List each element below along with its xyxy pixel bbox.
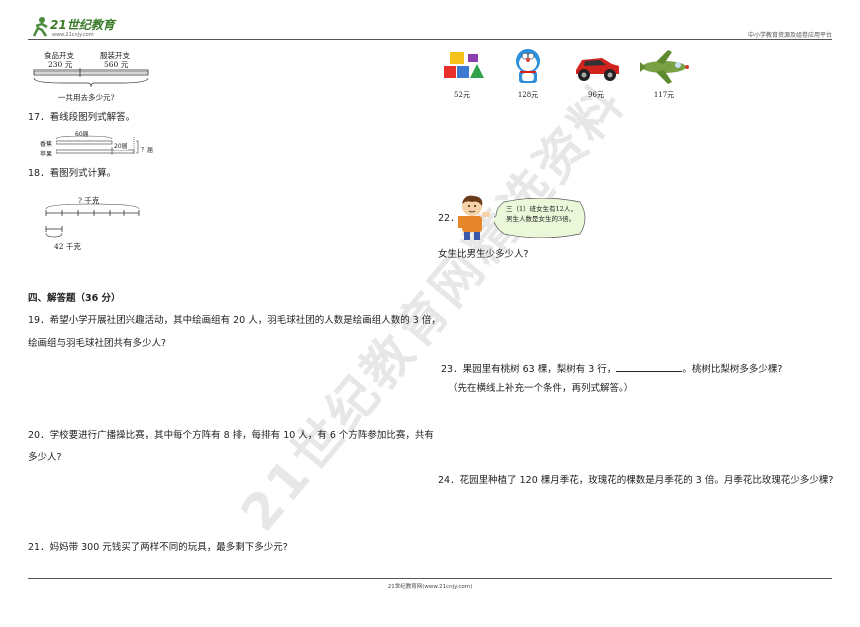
plane-icon — [640, 50, 689, 84]
q18-text: 18．看图列式计算。 — [28, 168, 117, 179]
q17-row2: 苹果 — [40, 151, 53, 158]
q22-number: 22． — [438, 213, 460, 224]
toy-price: 117元 — [653, 91, 675, 99]
header-rule — [28, 39, 832, 40]
footer-rule — [28, 578, 832, 579]
speech-bubble: 三（1）班女生有12人，男生人数是女生的3倍。 — [494, 198, 588, 238]
watermark: 21世纪教育网精选资料 — [229, 73, 637, 543]
q19-line2: 绘画组与羽毛球社团共有多少人? — [28, 338, 167, 349]
blocks-icon — [444, 52, 484, 78]
logo-url: www.21cnjy.com — [52, 32, 94, 38]
doraemon-icon — [516, 49, 540, 83]
q17-top-label: 60届 — [75, 131, 89, 138]
diagram-17: 60届 香蕉 苹果 20届 ？届 — [40, 129, 160, 159]
q23-line2: （先在横线上补充一个条件，再列式解答。） — [448, 383, 634, 394]
q24-text: 24．花园里种植了 120 棵月季花，玫瑰花的棵数是月季花的 3 倍。月季花比玫… — [438, 475, 834, 486]
toy-doraemon: 128元 — [508, 48, 552, 102]
toy-plane: 117元 — [638, 50, 690, 102]
boy-illustration — [454, 194, 494, 240]
q17-text: 17．看线段图列式解答。 — [28, 112, 136, 123]
q21-text: 21．妈妈带 300 元钱买了两样不同的玩具，最多剩下多少元? — [28, 542, 288, 553]
question-total: 一共用去多少元? — [58, 93, 115, 102]
q18-bottom-label: 42 千克 — [54, 242, 81, 251]
segment-bars — [56, 135, 139, 155]
q23-blank[interactable] — [616, 361, 683, 372]
q19-line1: 19．希望小学开展社团兴趣活动，其中绘画组有 20 人，羽毛球社团的人数是绘画组… — [28, 315, 441, 326]
label-clothes: 服装开支 — [100, 51, 130, 60]
q23-line1: 23．果园里有桃树 63 棵，梨树有 3 行， 。桃树比梨树多多少棵? — [441, 361, 782, 376]
boy-icon — [458, 195, 490, 240]
footer-text: 21世纪教育网(www.21cnjy.com) — [387, 584, 473, 590]
diagram-18: ? 千克 42 千克 — [44, 195, 144, 255]
q20-line2: 多少人? — [28, 452, 62, 463]
logo-text: 21世纪教育 — [50, 18, 115, 32]
label-food: 食品开支 — [44, 51, 74, 60]
bubble-shape — [494, 198, 586, 238]
q23-text-a: 23．果园里有桃树 63 棵，梨树有 3 行， — [441, 364, 617, 375]
header-right-text: 中小学教育资源及组卷应用平台 — [747, 32, 832, 39]
value-clothes: 560 元 — [104, 60, 129, 69]
segment-bar — [33, 68, 149, 88]
q18-top-label: ? 千克 — [78, 196, 100, 205]
q22-question: 女生比男生少多少人? — [438, 249, 529, 260]
toy-car: 96元 — [572, 52, 624, 102]
diagram-16: 食品开支 230 元 服装开支 560 元 一共用去多少元? — [32, 50, 152, 105]
toy-price: 128元 — [517, 91, 539, 99]
q17-right-label: 20届 — [114, 141, 128, 150]
value-food: 230 元 — [48, 60, 73, 69]
toy-price: 96元 — [588, 91, 604, 99]
q17-q-label: ？届 — [141, 147, 154, 154]
logo-runner-icon — [32, 17, 48, 37]
bubble-text: 三（1）班女生有12人，男生人数是女生的3倍。 — [506, 205, 577, 223]
toy-blocks: 52元 — [440, 50, 488, 102]
section4-title: 四、解答题（36 分） — [28, 293, 121, 304]
car-icon — [576, 58, 619, 81]
segment-bar-18 — [45, 203, 140, 238]
q20-line1: 20．学校要进行广播操比赛，其中每个方阵有 8 排，每排有 10 人，有 6 个… — [28, 430, 434, 441]
toy-price: 52元 — [454, 91, 470, 99]
header-logo: 21世纪教育 www.21cnjy.com — [28, 14, 118, 40]
q23-text-b: 。桃树比梨树多多少棵? — [682, 364, 783, 375]
q17-row1: 香蕉 — [40, 141, 53, 148]
